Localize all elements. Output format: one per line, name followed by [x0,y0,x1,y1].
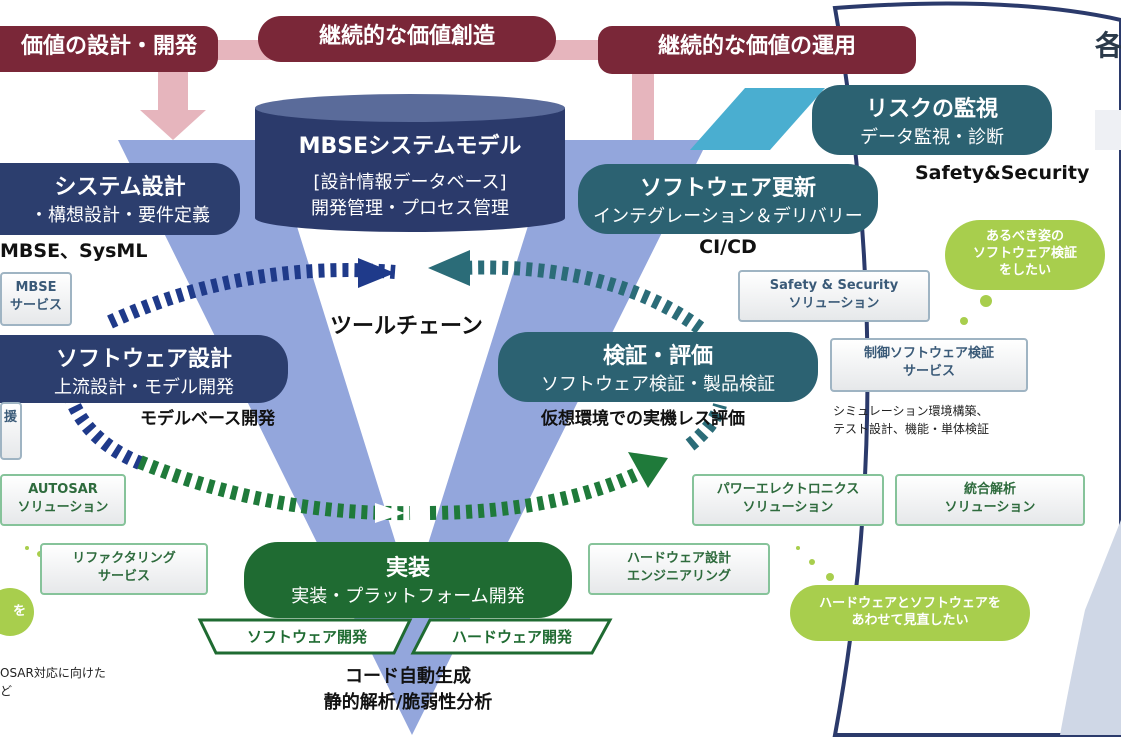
hw-dev-shape [410,618,613,655]
refactoring-box[interactable]: リファクタリング サービス [40,543,208,595]
navy-dash-bottom [63,392,143,470]
left-note-line2: ど [0,684,13,698]
cloud-top: あるべき姿の ソフトウェア検証 をしたい [945,220,1105,290]
left-note-line1: OSAR対応に向けた [0,666,106,680]
green-dash-left [137,455,411,521]
cloud-bottom-line2: あわせて見直したい [851,613,969,628]
right-panel-title: 各 [1095,29,1121,62]
power-electronics-line2: ソリューション [742,500,834,515]
navy-arrowhead-top [358,258,395,288]
cloud-bottom: ハードウェアとソフトウェアを あわせて見直したい [790,585,1030,641]
model-line1: [設計情報データベース] [313,172,507,193]
system-design-title: システム設計 [54,175,186,200]
dot [960,317,968,325]
dot [809,559,815,565]
safety-security-box[interactable]: Safety & Security ソリューション [738,270,930,322]
integrated-analysis-line2: ソリューション [944,500,1036,515]
support-box[interactable]: 援 [0,402,22,460]
verification-note: 仮想環境での実機レス評価 [541,409,745,429]
down-arrow-left [140,60,206,140]
safety-security-line1: Safety & Security [769,278,899,293]
top-left-banner: 価値の設計・開発 [0,26,218,72]
software-design-title: ソフトウェア設計 [55,347,232,372]
software-update-title: ソフトウェア更新 [639,176,816,201]
support-box-label: 援 [4,410,18,425]
hw-design-line2: エンジニアリング [626,569,731,584]
green-arrowhead [628,452,668,488]
software-update-box: ソフトウェア更新 インテグレーション＆デリバリー [578,164,878,234]
safety-security-line2: ソリューション [788,296,880,311]
software-design-note: モデルベース開発 [140,409,276,429]
implementation-subtitle: 実装・プラットフォーム開発 [291,586,525,607]
dot [25,546,29,550]
software-dev-label: ソフトウェア開発 [246,628,367,646]
control-sw-line2: サービス [902,364,955,379]
dot [826,573,834,581]
implementation-box: 実装 実装・プラットフォーム開発 [244,542,572,618]
navy-dash-top [107,263,396,329]
code-gen-line2: 静的解析/脆弱性分析 [323,692,493,713]
model-line2: 開発管理・プロセス管理 [311,198,509,219]
risk-monitor-box: リスクの監視 データ監視・診断 [812,85,1052,155]
right-connector [632,60,654,140]
autosar-line2: ソリューション [17,500,109,515]
software-update-subtitle: インテグレーション＆デリバリー [593,206,863,227]
risk-monitor-subtitle: データ監視・診断 [860,127,1004,148]
cloud-top-line2: ソフトウェア検証 [972,246,1077,261]
v-shape [118,140,708,735]
mbse-service-line1: MBSE [15,280,57,295]
cloud-top-line3: をしたい [998,263,1051,278]
autosar-box[interactable]: AUTOSAR ソリューション [0,474,126,526]
green-inner-left [375,503,405,523]
hw-design-line1: ハードウェア設計 [626,551,731,566]
top-right-banner: 継続的な価値の運用 [598,26,916,74]
mbse-service-box[interactable]: MBSE サービス [0,272,72,326]
sim-note-line2: テスト設計、機能・単体検証 [833,422,990,436]
risk-monitor-title: リスクの監視 [865,97,998,122]
sw-dev-shape [197,618,413,655]
system-design-note: MBSE、SysML [0,240,148,262]
system-design-box: システム設計 ・構想設計・要件定義 [0,163,240,235]
verification-subtitle: ソフトウェア検証・製品検証 [541,374,775,395]
teal-dash-lower [685,402,727,451]
risk-monitor-note: Safety&Security [915,162,1090,184]
software-update-note: CI/CD [699,236,757,258]
top-center-banner: 継続的な価値創造 [258,16,556,62]
right-panel-photo [1060,520,1121,735]
teal-dash [459,260,705,334]
software-design-subtitle: 上流設計・モデル開発 [54,377,234,398]
power-electronics-box[interactable]: パワーエレクトロニクス ソリューション [692,474,884,526]
model-title: MBSEシステムモデル [298,134,522,159]
cloud-top-line1: あるべき姿の [985,229,1064,244]
hardware-dev-label: ハードウェア開発 [451,628,572,646]
integrated-analysis-line1: 統合解析 [963,482,1016,497]
model-cylinder [255,108,565,232]
control-sw-line1: 制御ソフトウェア検証 [863,346,994,361]
implementation-title: 実装 [385,556,430,581]
dot [980,295,992,307]
autosar-line1: AUTOSAR [28,482,98,497]
mbse-service-line2: サービス [9,298,62,313]
verification-box: 検証・評価 ソフトウェア検証・製品検証 [498,332,818,402]
control-sw-box[interactable]: 制御ソフトウェア検証 サービス [830,338,1028,392]
system-design-subtitle: ・構想設計・要件定義 [30,205,210,226]
hw-design-box[interactable]: ハードウェア設計 エンジニアリング [588,543,770,595]
code-gen-line1: コード自動生成 [345,666,471,687]
dot [796,546,800,550]
right-panel-card [1095,110,1121,150]
cylinder-top [255,94,565,122]
sim-note-line1: シミュレーション環境構築、 [833,404,989,418]
monitor-wedge [690,88,825,150]
power-electronics-line1: パワーエレクトロニクス [716,482,860,497]
software-design-box: ソフトウェア設計 上流設計・モデル開発 [0,335,288,403]
refactoring-line1: リファクタリング [72,551,176,566]
cloud-bottom-line1: ハードウェアとソフトウェアを [819,596,1001,611]
verification-title: 検証・評価 [602,344,713,369]
toolchain-label: ツールチェーン [330,314,483,339]
green-dash-right [429,463,649,520]
refactoring-line2: サービス [97,569,150,584]
teal-arrowhead [428,250,470,286]
integrated-analysis-box[interactable]: 統合解析 ソリューション [895,474,1085,526]
